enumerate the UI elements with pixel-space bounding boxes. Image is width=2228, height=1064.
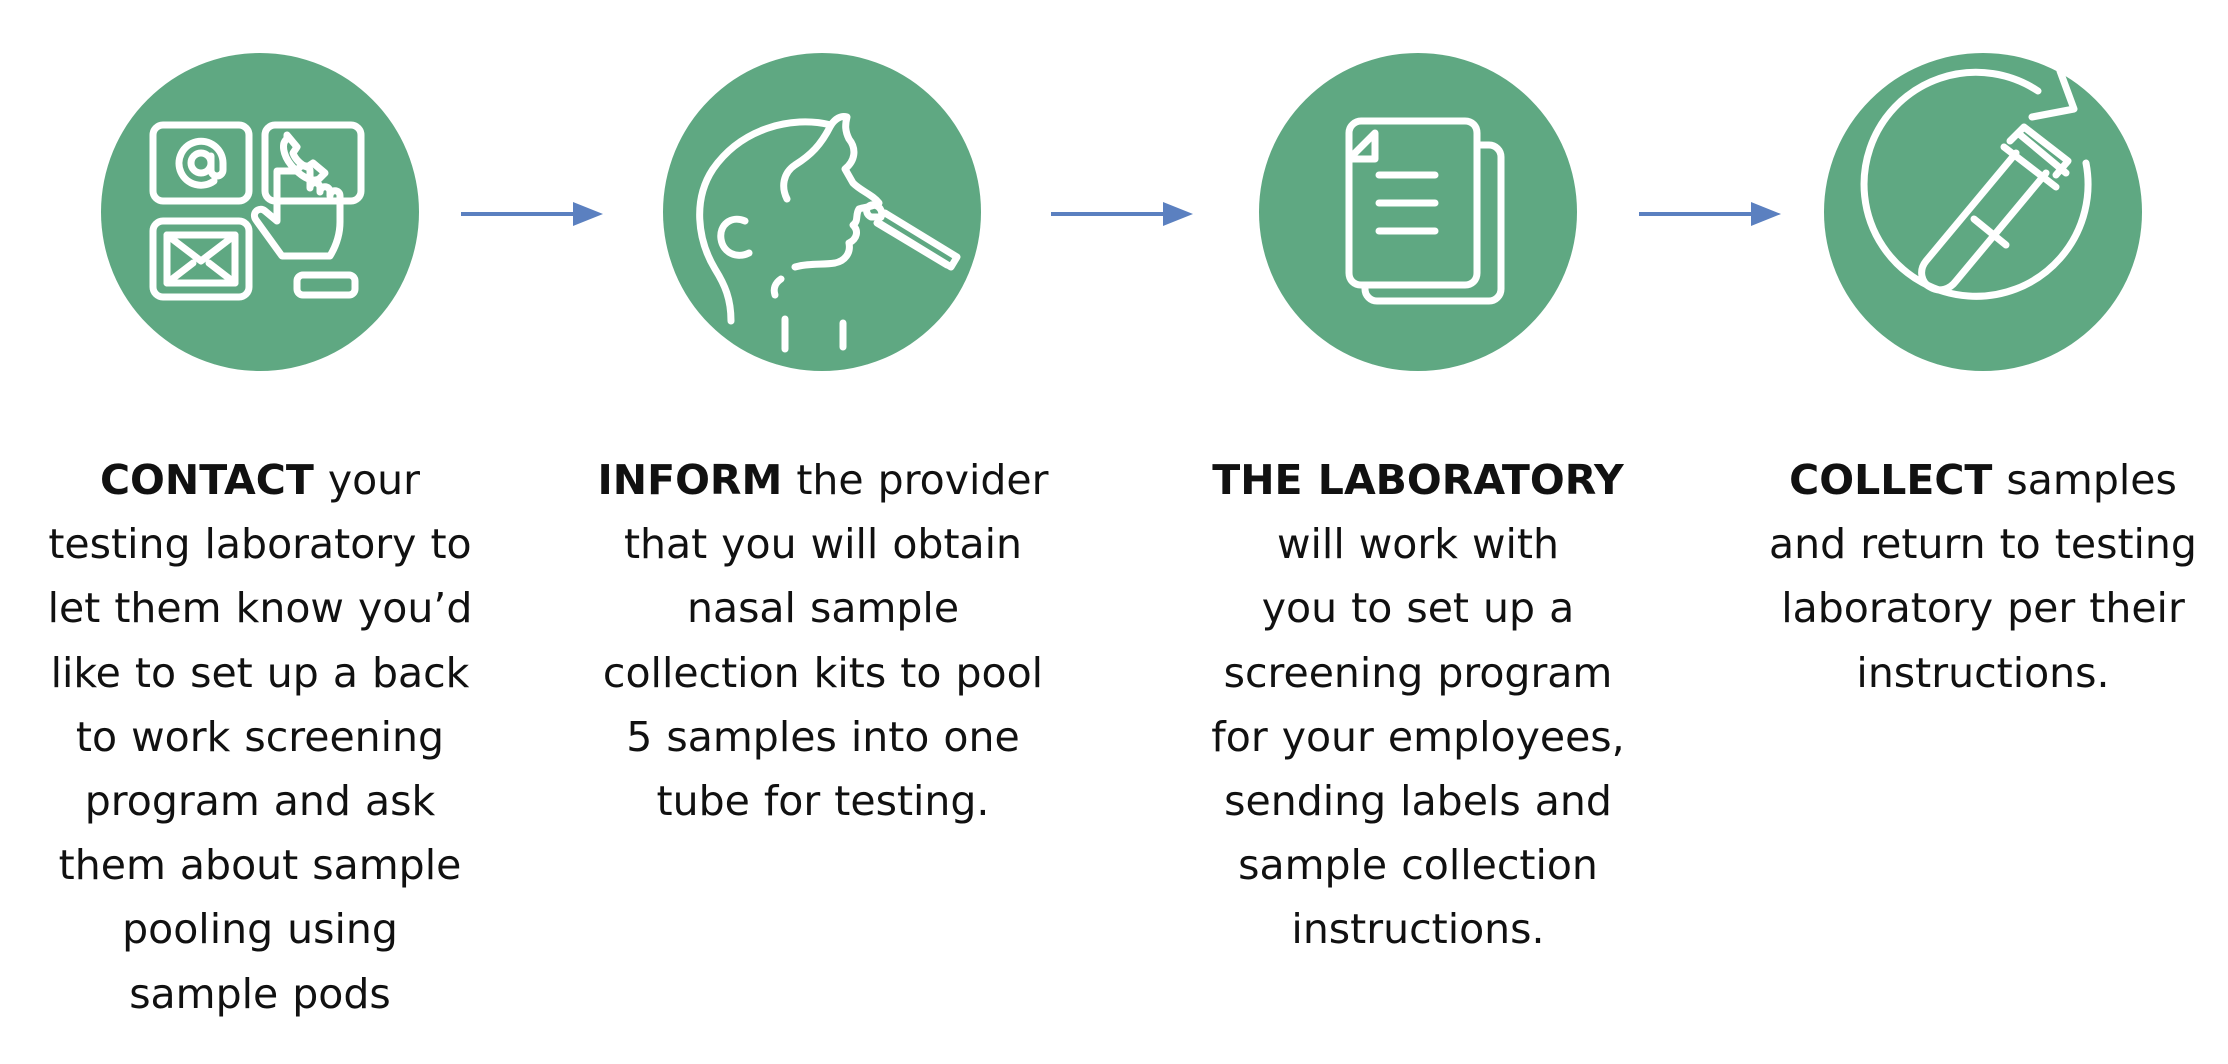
step-text-line: testing laboratory to <box>48 520 472 569</box>
documents-icon <box>1259 53 1577 371</box>
test-tube-cycle-icon <box>1824 53 2142 371</box>
arrow-right-icon <box>1639 202 1781 226</box>
step-text-line: that you will obtain <box>623 520 1023 569</box>
nasal-swab-icon <box>663 53 981 371</box>
step-text-line: collection kits to pool <box>602 648 1044 697</box>
contact-methods-icon <box>101 53 419 371</box>
step-text-line: will work with <box>1277 520 1559 569</box>
step-text-line: and return to testing <box>1769 520 2197 569</box>
step-text-line: pooling using <box>122 905 398 954</box>
arrow-right-icon <box>461 202 603 226</box>
step-text-line: sample pods <box>129 969 391 1018</box>
step-text-line: 5 samples into one <box>626 712 1020 761</box>
step-text-line: your <box>313 456 421 504</box>
step-text-line: program and ask <box>84 777 436 826</box>
step-text-line: the provider <box>782 456 1049 504</box>
step-text-line: them about sample <box>58 841 462 890</box>
step-text-line: instructions. <box>1291 905 1545 954</box>
step-text-line: nasal sample <box>686 584 960 633</box>
step-description-laboratory: THE LABORATORY will work with you to set… <box>1183 448 1653 962</box>
step-text-line: like to set up a back <box>50 648 470 697</box>
step-description-contact: CONTACT your testing laboratory to let t… <box>25 448 495 1026</box>
step-text-line: for your employees, <box>1211 712 1625 761</box>
step-text-line: sample collection <box>1238 841 1598 890</box>
step-keyword: THE LABORATORY <box>1212 456 1624 504</box>
step-description-inform: INFORM the provider that you will obtain… <box>583 448 1063 833</box>
step-text-line: samples <box>1992 456 2177 504</box>
step-text-line: screening program <box>1223 648 1613 697</box>
step-text-line: instructions. <box>1856 648 2110 697</box>
step-keyword: COLLECT <box>1789 456 1993 504</box>
step-text-line: you to set up a <box>1261 584 1575 633</box>
step-text-line: to work screening <box>75 712 445 761</box>
step-text-line: tube for testing. <box>656 777 990 826</box>
step-description-collect: COLLECT samples and return to testing la… <box>1748 448 2218 705</box>
step-keyword: INFORM <box>597 456 783 504</box>
arrow-right-icon <box>1051 202 1193 226</box>
step-text-line: laboratory per their <box>1781 584 2185 633</box>
step-keyword: CONTACT <box>99 456 314 504</box>
step-text-line: sending labels and <box>1224 777 1612 826</box>
step-text-line: let them know you’d <box>47 584 473 633</box>
